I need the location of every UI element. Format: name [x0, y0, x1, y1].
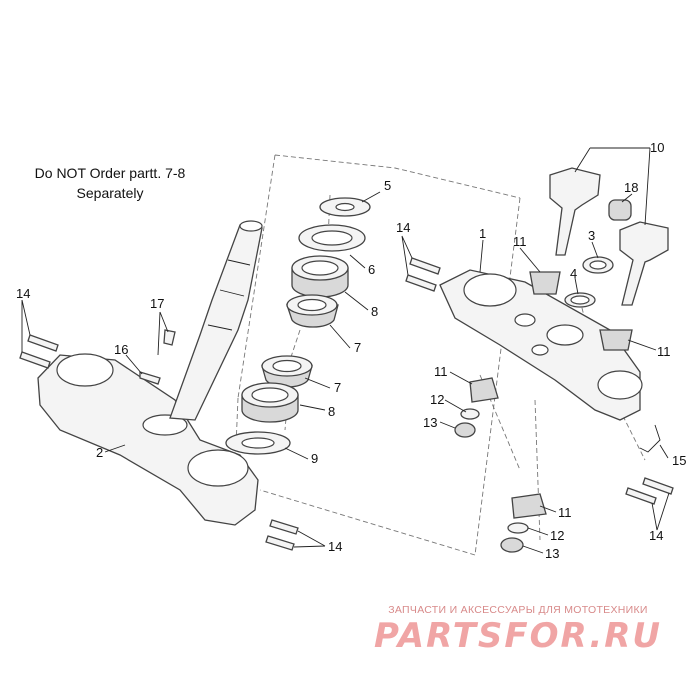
part-15-clip [639, 424, 661, 453]
callout-11-b: 11 [657, 344, 671, 359]
order-note-line1: Do NOT Order partt. 7-8 [34, 165, 186, 181]
callout-2: 2 [96, 445, 103, 460]
part-16-bracket [139, 371, 161, 385]
bearing-stack [225, 197, 371, 455]
callout-14-a: 14 [16, 286, 30, 301]
bolts [19, 257, 674, 551]
part-17-screw [163, 329, 176, 346]
part-14-bolt-g [625, 487, 657, 505]
watermark-logo: PARTSFOR.RU [373, 616, 663, 656]
part-14-bolt-h [642, 477, 674, 495]
part-14-bolt-b [19, 351, 51, 369]
callout-4: 4 [570, 266, 577, 281]
watermark-subtitle: ЗАПЧАСТИ И АКСЕССУАРЫ ДЛЯ МОТОТЕХНИКИ [388, 604, 648, 616]
order-note-line2: Separately [76, 185, 144, 201]
callout-13-a: 13 [423, 415, 437, 430]
part-10-left-riser [549, 167, 601, 256]
callout-6: 6 [368, 262, 375, 277]
callout-18: 18 [624, 180, 638, 195]
watermark: ЗАПЧАСТИ И АКСЕССУАРЫ ДЛЯ МОТОТЕХНИКИ PA… [358, 604, 678, 656]
part-14-bolt-c [269, 519, 299, 535]
callout-9: 9 [311, 451, 318, 466]
callout-labels: 5 6 8 7 7 8 9 1 2 10 18 3 4 11 11 11 12 … [16, 140, 686, 561]
callout-17: 17 [150, 296, 164, 311]
misc-small-parts [139, 329, 661, 453]
callout-1: 1 [479, 226, 486, 241]
part-11-bushing-d [511, 493, 547, 519]
part-14-bolt-a [27, 334, 59, 352]
callout-13-b: 13 [545, 546, 559, 561]
callout-12-b: 12 [550, 528, 564, 543]
callout-14-b: 14 [328, 539, 342, 554]
small-parts-upper [564, 199, 632, 308]
callout-11-a: 11 [513, 234, 527, 249]
callout-8-upper: 8 [371, 304, 378, 319]
callout-3: 3 [588, 228, 595, 243]
part-18-cap [608, 199, 632, 221]
washers-nuts [454, 408, 529, 553]
callout-16: 16 [114, 342, 128, 357]
part-13-nut-b [500, 537, 524, 553]
rubber-bushings [469, 271, 633, 519]
part-13-nut-a [454, 422, 476, 438]
callout-10: 10 [650, 140, 664, 155]
callout-15: 15 [672, 453, 686, 468]
order-note: Do NOT Order partt. 7-8 Separately [10, 163, 210, 203]
callout-14-d: 14 [649, 528, 663, 543]
callout-14-c: 14 [396, 220, 410, 235]
callout-7-lower: 7 [334, 380, 341, 395]
callout-leaders [21, 147, 670, 554]
part-14-bolt-f [405, 274, 437, 292]
part-11-bushing-a [529, 271, 561, 295]
callout-7-upper: 7 [354, 340, 361, 355]
part-11-bushing-c [469, 377, 499, 403]
callout-12-a: 12 [430, 392, 444, 407]
part-10-right-riser [619, 221, 669, 306]
part-11-bushing-b [599, 329, 633, 351]
callout-11-d: 11 [558, 505, 572, 520]
lower-triple-clamp [37, 353, 259, 526]
part-14-bolt-d [265, 535, 295, 551]
callout-5: 5 [384, 178, 391, 193]
handlebar-risers [549, 167, 669, 306]
steering-stem [169, 220, 263, 421]
callout-8-lower: 8 [328, 404, 335, 419]
callout-11-c: 11 [434, 364, 448, 379]
upper-triple-clamp [439, 269, 643, 421]
part-14-bolt-e [409, 257, 441, 275]
part-12-washer-b [507, 522, 529, 534]
